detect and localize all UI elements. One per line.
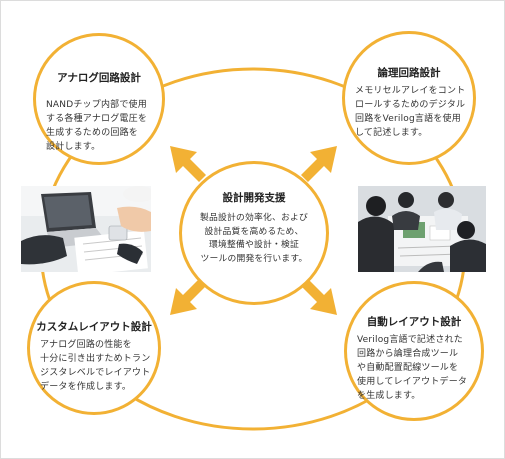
auto-title: 自動レイアウト設計 [366, 316, 462, 328]
analog-title: アナログ回路設計 [57, 72, 141, 84]
custom-layout-design-circle: カスタムレイアウト設計 アナログ回路の性能を 十分に引き出すためトラン ジスタレ… [27, 281, 161, 415]
arrow-up-right-icon [301, 146, 337, 182]
custom-title: カスタムレイアウト設計 [36, 321, 152, 333]
custom-description: アナログ回路の性能を 十分に引き出すためトラン ジスタレベルでレイアウト データ… [40, 340, 151, 392]
logic-title: 論理回路設計 [377, 67, 441, 79]
team-meeting-photo [358, 186, 486, 272]
arrow-down-right-icon [301, 279, 337, 315]
auto-layout-design-circle: 自動レイアウト設計 Verilog言語で記述された 回路から論理合成ツール や自… [344, 281, 484, 421]
center-description: 製品設計の効率化、および 設計品質を高めるため、 環境整備や設計・検証 ツールの… [200, 213, 308, 264]
auto-description: Verilog言語で記述された 回路から論理合成ツール や自動配置配線ツールを … [357, 335, 468, 401]
logic-description: メモリセルアレイをコント ロールするためのデジタル 回路をVerilog言語を使… [355, 86, 466, 138]
analog-description: NANDチップ内部で使用 する各種アナログ電圧を 生成するための回路を 設計しま… [46, 100, 148, 152]
logic-circuit-design-circle: 論理回路設計 メモリセルアレイをコント ロールするためのデジタル 回路をVeri… [342, 31, 476, 165]
arrow-up-left-icon [170, 146, 206, 182]
arrow-down-left-icon [170, 279, 206, 315]
laptop-documents-photo [21, 186, 151, 272]
center-circle: 設計開発支援 製品設計の効率化、および 設計品質を高めるため、 環境整備や設計・… [179, 161, 329, 305]
analog-circuit-design-circle: アナログ回路設計 NANDチップ内部で使用 する各種アナログ電圧を 生成するため… [33, 33, 165, 165]
center-title: 設計開発支援 [222, 192, 286, 204]
